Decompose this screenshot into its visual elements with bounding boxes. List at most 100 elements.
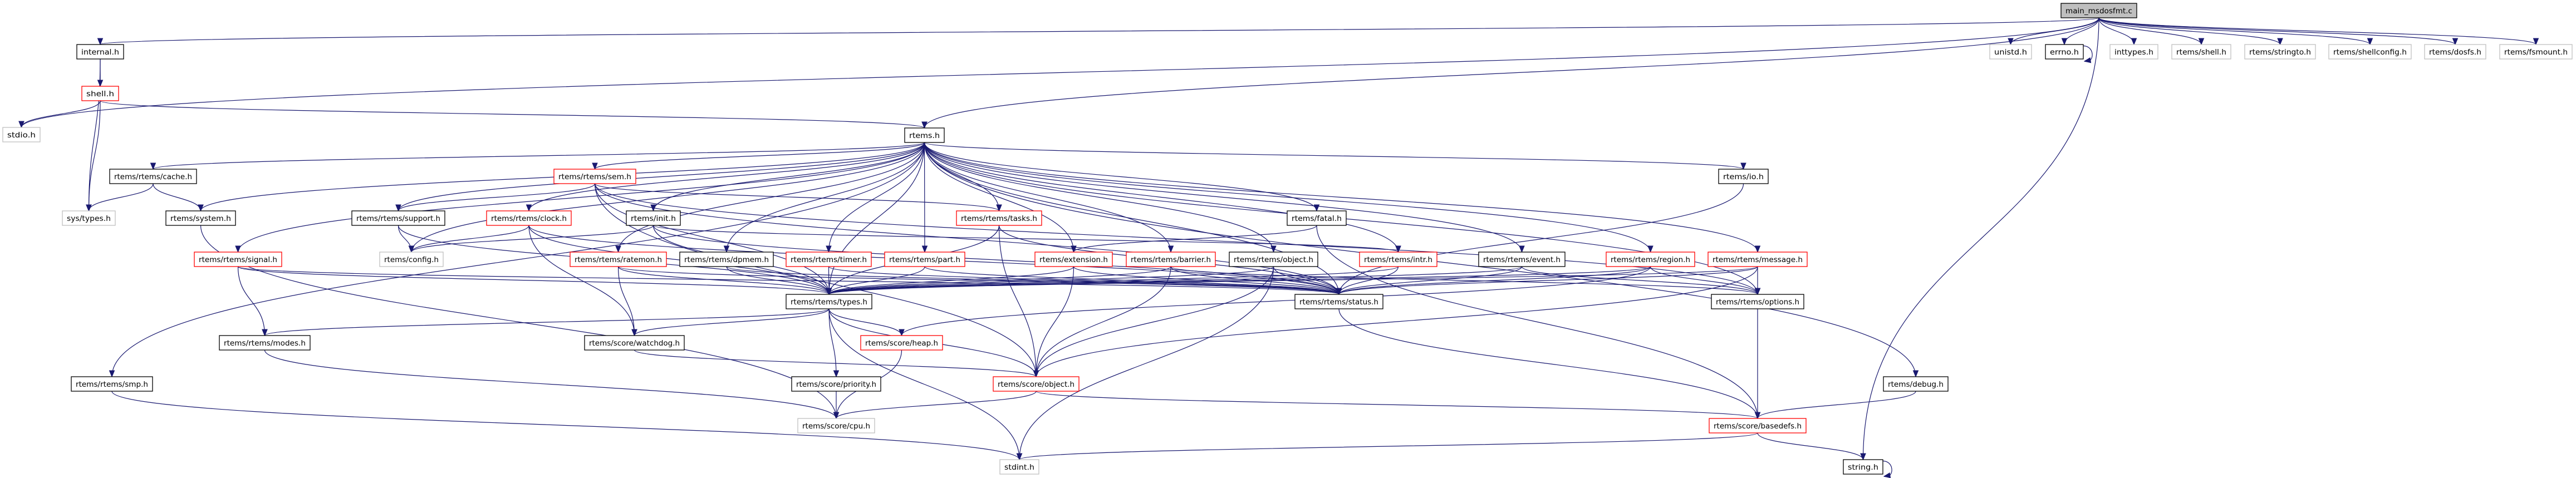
edge-line [1036, 391, 1758, 419]
node-rtems-config-h[interactable]: rtems/config.h [379, 252, 444, 267]
edge-line [111, 391, 1020, 460]
node-internal-h[interactable]: internal.h [76, 44, 124, 60]
edge-main-msdosfmt-c-to-rtems-shellconfig-h [2098, 17, 2373, 46]
arrowhead-icon [1395, 245, 1401, 253]
node-rtems-rtems-cache-h[interactable]: rtems/rtems/cache.h [109, 169, 197, 184]
edge-line [828, 266, 1399, 295]
edge-line [1650, 266, 1758, 295]
node-rtems-score-basedefs-h[interactable]: rtems/score/basedefs.h [1709, 418, 1807, 433]
node-rtems-score-watchdog-h[interactable]: rtems/score/watchdog.h [584, 335, 685, 351]
edge-line [836, 391, 1037, 419]
edge-line [924, 17, 2099, 129]
node-main-msdosfmt-c[interactable]: main_msdosfmt.c [2060, 3, 2137, 18]
edge-line [21, 17, 2099, 128]
node-unistd-h[interactable]: unistd.h [1989, 44, 2032, 60]
arrowhead-icon [395, 204, 401, 212]
edge-rtems-score-watchdog-h-to-rtems-score-object-h [634, 349, 1039, 378]
node-rtems-rtems-message-h[interactable]: rtems/rtems/message.h [1707, 252, 1808, 267]
node-label: rtems/score/priority.h [796, 381, 876, 389]
edge-shell-h-to-sys-types-h [86, 100, 101, 212]
node-string-h[interactable]: string.h [1843, 459, 1883, 475]
node-box [956, 210, 1042, 226]
node-label: errno.h [2050, 48, 2079, 57]
edge-line [617, 266, 830, 295]
node-rtems-fsmount-h[interactable]: rtems/fsmount.h [2499, 44, 2573, 60]
node-rtems-shellconfig-h[interactable]: rtems/shellconfig.h [2328, 44, 2412, 60]
edge-rtems-rtems-event-h-to-rtems-rtems-types-h [826, 266, 1523, 295]
node-rtems-rtems-status-h[interactable]: rtems/rtems/status.h [1294, 294, 1383, 309]
edge-line [924, 266, 1339, 295]
node-rtems-rtems-dpmem-h[interactable]: rtems/rtems/dpmem.h [679, 252, 774, 267]
arrowhead-icon [631, 329, 637, 337]
node-rtems-rtems-options-h[interactable]: rtems/rtems/options.h [1711, 294, 1804, 309]
node-rtems-init-h[interactable]: rtems/init.h [626, 210, 681, 226]
edge-rtems-h-to-rtems-rtems-support-h [395, 142, 925, 212]
edge-main-msdosfmt-c-to-rtems-dosfs-h [2098, 17, 2459, 46]
node-label: rtems/fsmount.h [2504, 48, 2568, 57]
edge-rtems-h-to-rtems-rtems-smp-h [109, 142, 925, 378]
node-stdint-h[interactable]: stdint.h [999, 459, 1039, 475]
node-rtems-score-cpu-h[interactable]: rtems/score/cpu.h [797, 418, 875, 433]
node-rtems-score-priority-h[interactable]: rtems/score/priority.h [791, 376, 881, 392]
node-rtems-rtems-clock-h[interactable]: rtems/rtems/clock.h [486, 210, 572, 226]
node-label: main_msdosfmt.c [2065, 7, 2132, 16]
edge-line [828, 266, 1171, 295]
edge-rtems-rtems-sem-h-to-rtems-rtems-types-h [594, 183, 832, 295]
edge-line [617, 266, 1339, 295]
node-inttypes-h[interactable]: inttypes.h [2109, 44, 2158, 60]
node-box [2060, 3, 2137, 18]
edge-rtems-init-h-to-rtems-config-h [408, 225, 654, 253]
node-rtems-rtems-support-h[interactable]: rtems/rtems/support.h [351, 210, 445, 226]
edge-line [828, 142, 925, 253]
arrowhead-icon [1647, 245, 1653, 253]
node-rtems-score-heap-h[interactable]: rtems/score/heap.h [860, 335, 943, 351]
edge-line [1338, 266, 1399, 295]
edge-rtems-rtems-object-h-to-stdint-h [1016, 266, 1274, 461]
edge-main-msdosfmt-c-to-rtems-fsmount-h [2098, 17, 2539, 46]
edge-line [1036, 266, 1758, 377]
node-rtems-score-object-h[interactable]: rtems/score/object.h [993, 376, 1080, 392]
edge-main-msdosfmt-c-to-errno-h [2061, 17, 2099, 46]
node-label: rtems/fatal.h [1292, 215, 1342, 223]
node-stdio-h[interactable]: stdio.h [2, 127, 41, 142]
node-rtems-rtems-object-h[interactable]: rtems/rtems/object.h [1229, 252, 1318, 267]
node-rtems-io-h[interactable]: rtems/io.h [1718, 169, 1769, 184]
node-label: rtems/config.h [384, 256, 439, 264]
edge-rtems-h-to-rtems-rtems-timer-h [826, 142, 925, 253]
node-rtems-system-h[interactable]: rtems/system.h [165, 210, 236, 226]
edge-rtems-rtems-signal-h-to-rtems-rtems-types-h [237, 266, 832, 295]
node-rtems-rtems-event-h[interactable]: rtems/rtems/event.h [1478, 252, 1566, 267]
node-rtems-rtems-timer-h[interactable]: rtems/rtems/timer.h [786, 252, 872, 267]
node-rtems-rtems-types-h[interactable]: rtems/rtems/types.h [786, 294, 872, 309]
node-rtems-rtems-ratemon-h[interactable]: rtems/rtems/ratemon.h [570, 252, 667, 267]
edge-line [1073, 266, 1339, 295]
arrowhead-icon [2277, 38, 2283, 46]
node-rtems-rtems-smp-h[interactable]: rtems/rtems/smp.h [71, 376, 153, 392]
node-rtems-rtems-barrier-h[interactable]: rtems/rtems/barrier.h [1126, 252, 1216, 267]
node-label: rtems/shellconfig.h [2333, 48, 2407, 57]
node-rtems-rtems-region-h[interactable]: rtems/rtems/region.h [1606, 252, 1695, 267]
node-rtems-extension-h[interactable]: rtems/extension.h [1034, 252, 1113, 267]
node-rtems-debug-h[interactable]: rtems/debug.h [1883, 376, 1949, 392]
node-rtems-rtems-signal-h[interactable]: rtems/rtems/signal.h [194, 252, 282, 267]
node-rtems-stringto-h[interactable]: rtems/stringto.h [2244, 44, 2316, 60]
node-errno-h[interactable]: errno.h [2045, 44, 2084, 60]
node-rtems-rtems-modes-h[interactable]: rtems/rtems/modes.h [219, 335, 311, 351]
node-label: rtems.h [909, 132, 940, 140]
node-rtems-rtems-sem-h[interactable]: rtems/rtems/sem.h [553, 169, 636, 184]
node-rtems-rtems-intr-h[interactable]: rtems/rtems/intr.h [1359, 252, 1437, 267]
node-rtems-rtems-part-h[interactable]: rtems/rtems/part.h [884, 252, 965, 267]
node-sys-types-h[interactable]: sys/types.h [62, 210, 116, 226]
node-rtems-shell-h[interactable]: rtems/shell.h [2171, 44, 2231, 60]
node-rtems-fatal-h[interactable]: rtems/fatal.h [1287, 210, 1347, 226]
node-shell-h[interactable]: shell.h [81, 86, 119, 101]
node-rtems-dosfs-h[interactable]: rtems/dosfs.h [2424, 44, 2486, 60]
edge-rtems-rtems-signal-h-to-rtems-rtems-modes-h [237, 266, 268, 337]
node-box [1707, 252, 1808, 267]
edge-line [828, 266, 1758, 295]
node-box [2328, 44, 2412, 60]
node-rtems-rtems-tasks-h[interactable]: rtems/rtems/tasks.h [956, 210, 1042, 226]
node-rtems-h[interactable]: rtems.h [904, 127, 945, 143]
edge-rtems-h-to-rtems-io-h [924, 142, 1746, 170]
node-label: unistd.h [1994, 48, 2027, 57]
